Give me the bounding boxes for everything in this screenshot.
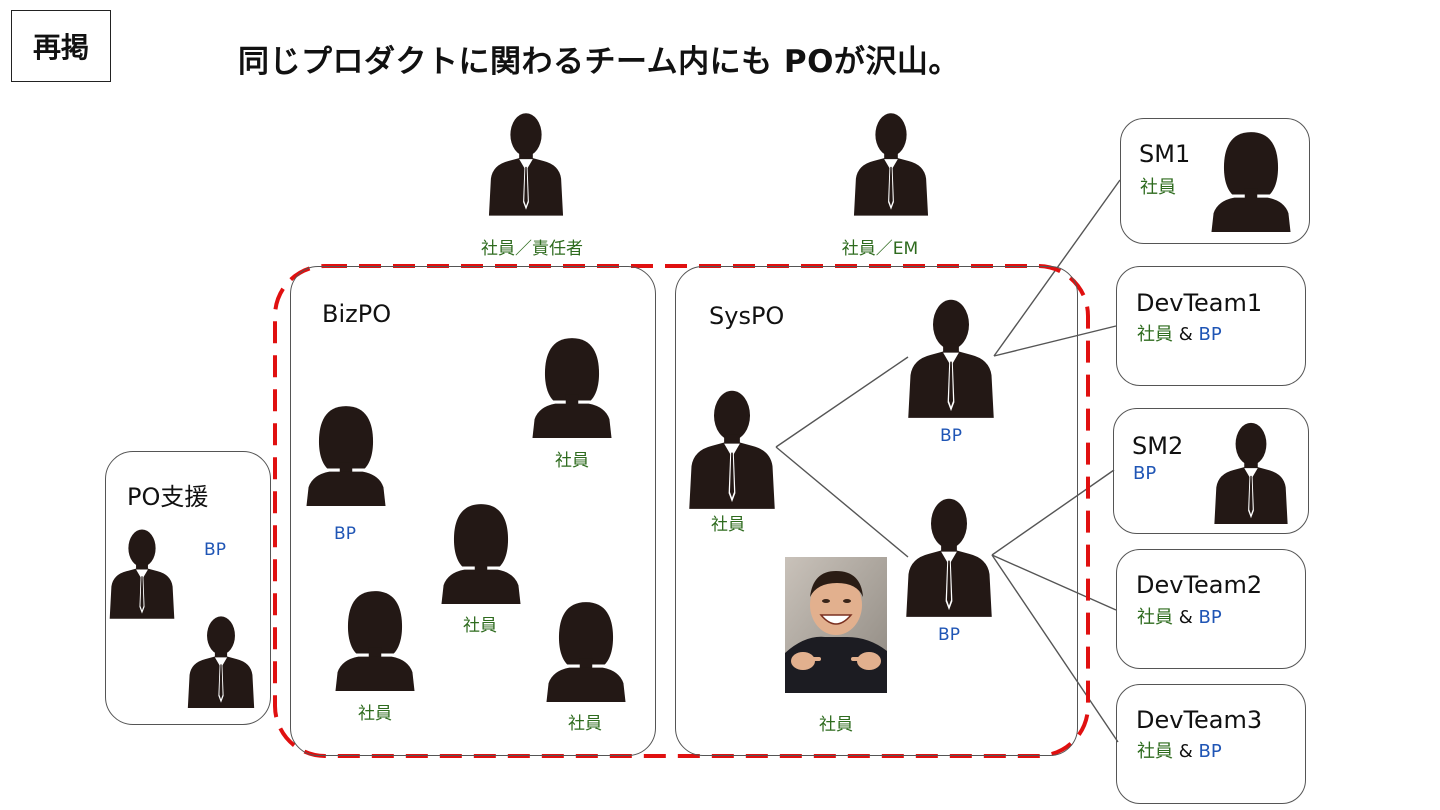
woman-silhouette-icon	[303, 402, 389, 506]
role-label: BP	[334, 524, 356, 544]
syspo-group	[675, 266, 1078, 756]
man-silhouette-icon	[904, 493, 994, 617]
group-title: PO支援	[127, 483, 209, 511]
box-title: SM1	[1139, 140, 1191, 168]
po-team-boundary	[273, 264, 1090, 758]
man-silhouette-icon	[186, 612, 256, 708]
woman-silhouette-icon	[543, 598, 629, 702]
group-title: BizPO	[322, 300, 392, 328]
connector-bp2-sm2	[991, 469, 1115, 556]
sm2-box	[1113, 408, 1309, 534]
role-label: 社員	[819, 715, 853, 735]
role-label: 社員	[1137, 607, 1173, 628]
role-label: BP	[938, 625, 960, 645]
role-label: 社員	[358, 704, 392, 724]
role-label: 社員	[711, 515, 745, 535]
man-silhouette-icon	[1210, 418, 1292, 524]
role-label: 社員	[1137, 324, 1173, 345]
connector-bp2-devteam2	[991, 554, 1117, 611]
top-person-label: 社員／EM	[841, 239, 919, 259]
sm1-box	[1120, 118, 1310, 244]
role-label: BP	[1198, 607, 1222, 628]
role-label: 社員	[463, 616, 497, 636]
bizpo-group	[290, 266, 656, 756]
page-title: 同じプロダクトに関わるチーム内にも POが沢山。	[238, 44, 960, 80]
man-silhouette-icon	[906, 294, 996, 418]
devteam1-box	[1116, 266, 1306, 386]
repost-tag: 再掲	[11, 10, 111, 82]
group-title: SysPO	[709, 302, 785, 330]
role-separator: &	[1173, 324, 1199, 345]
connector-syspo-bp1	[775, 356, 909, 448]
role-separator: &	[1173, 607, 1199, 628]
role-label: 社員	[555, 451, 589, 471]
role-label: 社員	[1140, 177, 1176, 198]
role-label: BP	[940, 426, 962, 446]
devteam3-box	[1116, 684, 1306, 804]
role-label: BP	[1198, 324, 1222, 345]
role-label: BP	[1133, 463, 1157, 484]
box-title: DevTeam3	[1136, 706, 1263, 734]
role-line: 社員 & BP	[1137, 603, 1222, 629]
box-title: DevTeam2	[1136, 571, 1263, 599]
devteam2-box	[1116, 549, 1306, 669]
po-support-group	[105, 451, 271, 725]
woman-silhouette-icon	[529, 334, 615, 438]
box-title: DevTeam1	[1136, 289, 1263, 317]
woman-silhouette-icon	[438, 500, 524, 604]
top-person-label: 社員／責任者	[481, 239, 583, 259]
role-line: 社員 & BP	[1137, 320, 1222, 346]
role-separator: &	[1173, 741, 1199, 762]
man-silhouette-icon	[487, 108, 565, 216]
role-line: 社員 & BP	[1137, 737, 1222, 763]
connector-syspo-bp2	[775, 446, 909, 558]
role-label: 社員	[568, 714, 602, 734]
man-silhouette-icon	[852, 108, 930, 216]
role-label: BP	[204, 540, 226, 560]
box-title: SM2	[1132, 432, 1184, 460]
connector-bp1-devteam1	[993, 325, 1117, 357]
man-silhouette-icon	[687, 385, 777, 509]
woman-silhouette-icon	[332, 587, 418, 691]
connector-bp2-devteam3	[991, 554, 1119, 743]
role-label: BP	[1198, 741, 1222, 762]
role-label: 社員	[1137, 741, 1173, 762]
man-silhouette-icon	[108, 524, 176, 620]
person-photo	[785, 557, 887, 693]
woman-silhouette-icon	[1208, 128, 1294, 232]
